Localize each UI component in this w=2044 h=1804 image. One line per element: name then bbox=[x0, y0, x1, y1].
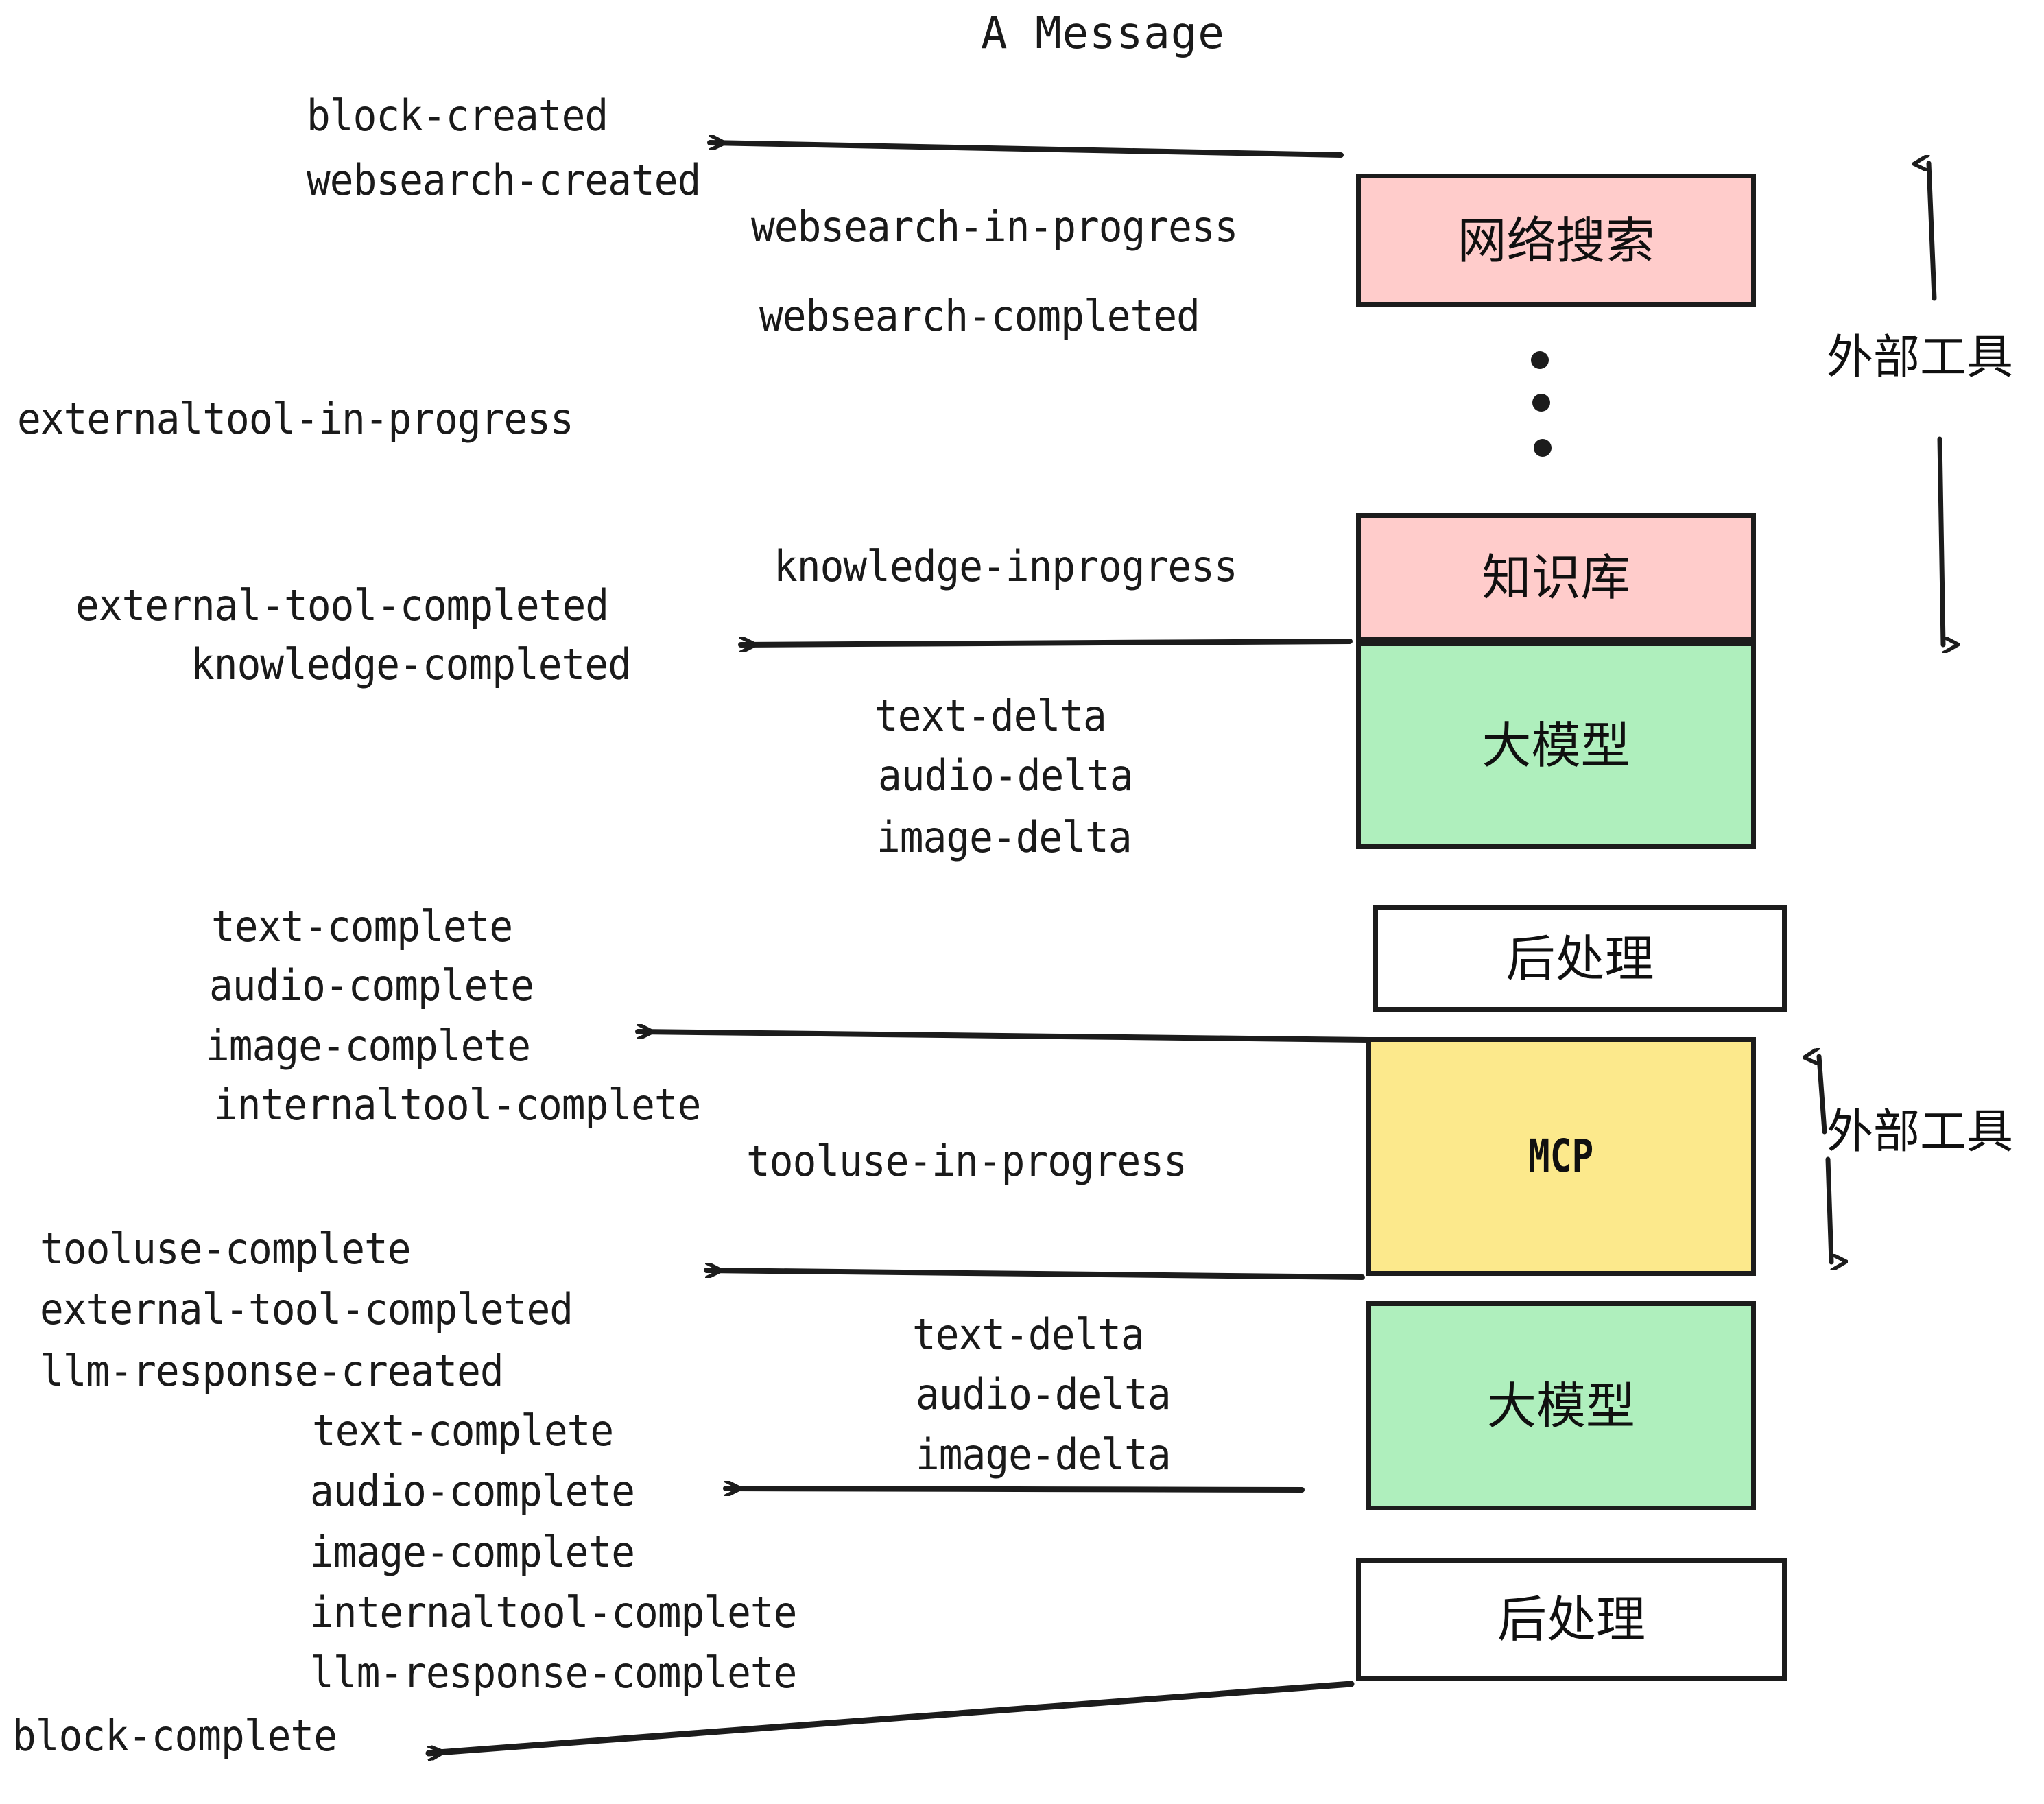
box-llm-2: 大模型 bbox=[1366, 1301, 1756, 1510]
box-knowledge-label: 知识库 bbox=[1482, 548, 1630, 606]
arrow-llm2-to-audio-complete bbox=[723, 1488, 1305, 1490]
side-annotation-external-tools-1: 外部工具 bbox=[1827, 331, 2014, 385]
box-llm-2-label: 大模型 bbox=[1486, 1377, 1635, 1435]
arrow-external-tools-span-1-up bbox=[1929, 163, 1937, 301]
ellipsis-dot-3 bbox=[1534, 439, 1552, 457]
box-websearch: 网络搜索 bbox=[1356, 174, 1756, 307]
event-knowledge-inprogress: knowledge-inprogress bbox=[774, 541, 1238, 591]
box-mcp-label: MCP bbox=[1528, 1130, 1594, 1183]
event-audio-complete-2: audio-complete bbox=[310, 1466, 635, 1516]
event-image-complete-1: image-complete bbox=[206, 1021, 531, 1071]
event-websearch-in-progress: websearch-in-progress bbox=[751, 202, 1238, 252]
arrow-mcp-to-tooluse-complete bbox=[704, 1270, 1365, 1280]
box-postprocess-1: 后处理 bbox=[1373, 905, 1787, 1012]
event-websearch-completed: websearch-completed bbox=[759, 291, 1200, 341]
arrow-external-tools-span-2-down bbox=[1825, 1156, 1831, 1262]
event-block-created: block-created bbox=[307, 91, 608, 141]
event-knowledge-completed: knowledge-completed bbox=[191, 639, 632, 689]
event-image-delta-1: image-delta bbox=[877, 812, 1132, 862]
box-websearch-label: 网络搜索 bbox=[1457, 211, 1655, 270]
box-llm-1-label: 大模型 bbox=[1482, 716, 1630, 774]
arrow-external-tools-span-1-down bbox=[1937, 436, 1943, 645]
side-annotation-external-tools-2: 外部工具 bbox=[1827, 1105, 2014, 1159]
event-text-complete-1: text-complete bbox=[211, 901, 513, 951]
event-text-delta-2: text-delta bbox=[912, 1309, 1145, 1360]
box-postprocess-1-label: 后处理 bbox=[1506, 929, 1654, 988]
event-external-tool-completed-1: external-tool-completed bbox=[75, 580, 609, 630]
ellipsis-dot-1 bbox=[1531, 351, 1549, 369]
box-postprocess-2-label: 后处理 bbox=[1497, 1591, 1645, 1648]
event-tooluse-in-progress: tooluse-in-progress bbox=[746, 1136, 1187, 1186]
event-audio-complete-1: audio-complete bbox=[209, 960, 534, 1010]
box-postprocess-2: 后处理 bbox=[1356, 1558, 1787, 1681]
event-external-tool-completed-2: external-tool-completed bbox=[40, 1284, 573, 1334]
event-llm-response-complete: llm-response-complete bbox=[310, 1648, 797, 1698]
event-tooluse-complete: tooluse-complete bbox=[40, 1224, 411, 1274]
arrow-knowledge-to-completed bbox=[738, 641, 1353, 645]
event-externaltool-in-progress: externaltool-in-progress bbox=[17, 394, 574, 444]
event-internaltool-complete-2: internaltool-complete bbox=[310, 1587, 797, 1637]
diagram-title: A Message bbox=[981, 8, 1225, 59]
event-block-complete: block-complete bbox=[12, 1711, 337, 1761]
event-text-complete-2: text-complete bbox=[312, 1405, 614, 1456]
event-image-complete-2: image-complete bbox=[310, 1527, 635, 1577]
event-text-delta-1: text-delta bbox=[875, 691, 1107, 741]
arrow-websearch-to-block-created bbox=[707, 143, 1344, 158]
arrow-postprocess-to-image-complete bbox=[635, 1032, 1371, 1043]
box-llm-1: 大模型 bbox=[1356, 641, 1756, 849]
ellipsis-dot-2 bbox=[1532, 394, 1550, 412]
event-audio-delta-2: audio-delta bbox=[916, 1369, 1172, 1419]
event-internaltool-complete-1: internaltool-complete bbox=[214, 1080, 701, 1130]
event-websearch-created: websearch-created bbox=[307, 155, 701, 205]
event-llm-response-created: llm-response-created bbox=[40, 1346, 504, 1396]
event-audio-delta-1: audio-delta bbox=[878, 750, 1134, 800]
box-mcp: MCP bbox=[1366, 1037, 1756, 1276]
box-knowledge: 知识库 bbox=[1356, 513, 1756, 641]
arrow-external-tools-span-2-up bbox=[1819, 1056, 1827, 1135]
event-image-delta-2: image-delta bbox=[916, 1429, 1172, 1480]
